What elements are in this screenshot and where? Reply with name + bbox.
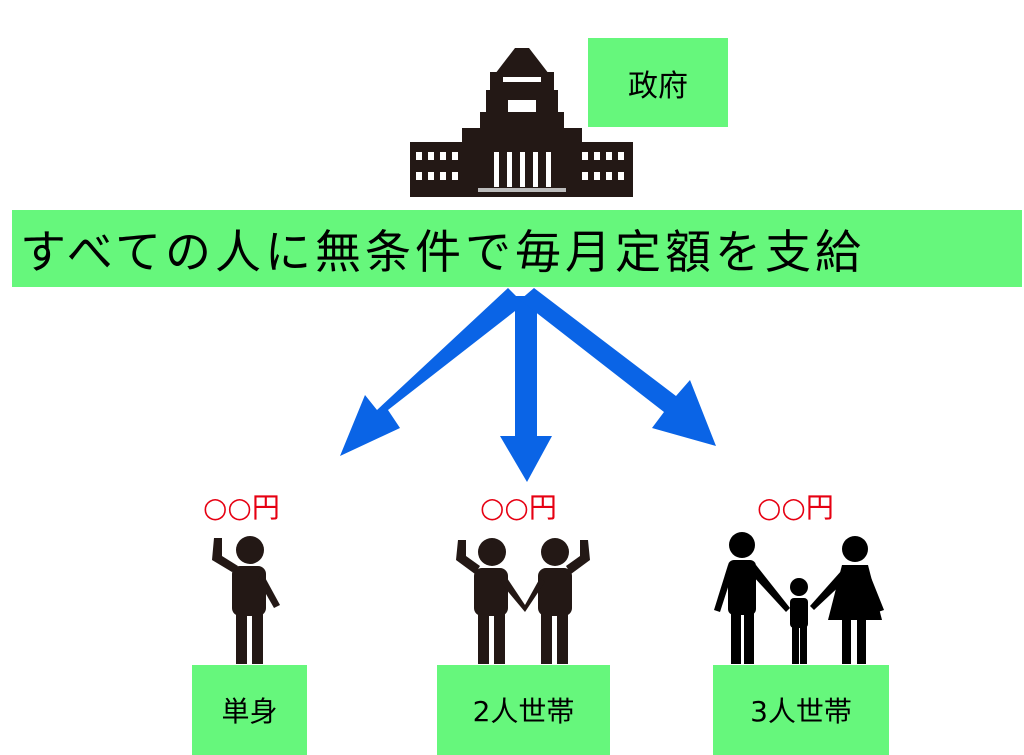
label-three-person: 3人世帯 [713,665,889,755]
label-text: 単身 [221,695,278,728]
amount-single: ○○円 [203,491,280,524]
amount-three-person: ○○円 [757,491,834,524]
label-single: 単身 [192,665,307,755]
government-label: 政府 [588,38,728,127]
arrow-down-head [500,436,552,482]
arrow-down-shaft [515,296,537,438]
amount-two-person: ○○円 [480,491,557,524]
banner-text: すべての人に無条件で毎月定額を支給 [20,224,865,279]
policy-banner: すべての人に無条件で毎月定額を支給 [12,210,1022,287]
distribution-arrows [340,288,716,482]
label-text: 2人世帯 [472,695,575,728]
government-text: 政府 [628,68,688,104]
arrow-left [340,288,524,456]
family-icon [714,532,884,664]
arrow-right [520,288,716,446]
single-person-icon [212,536,280,664]
couple-icon [456,538,590,664]
parliament-building-icon [410,48,633,197]
label-two-person: 2人世帯 [437,665,610,755]
label-text: 3人世帯 [750,695,852,728]
